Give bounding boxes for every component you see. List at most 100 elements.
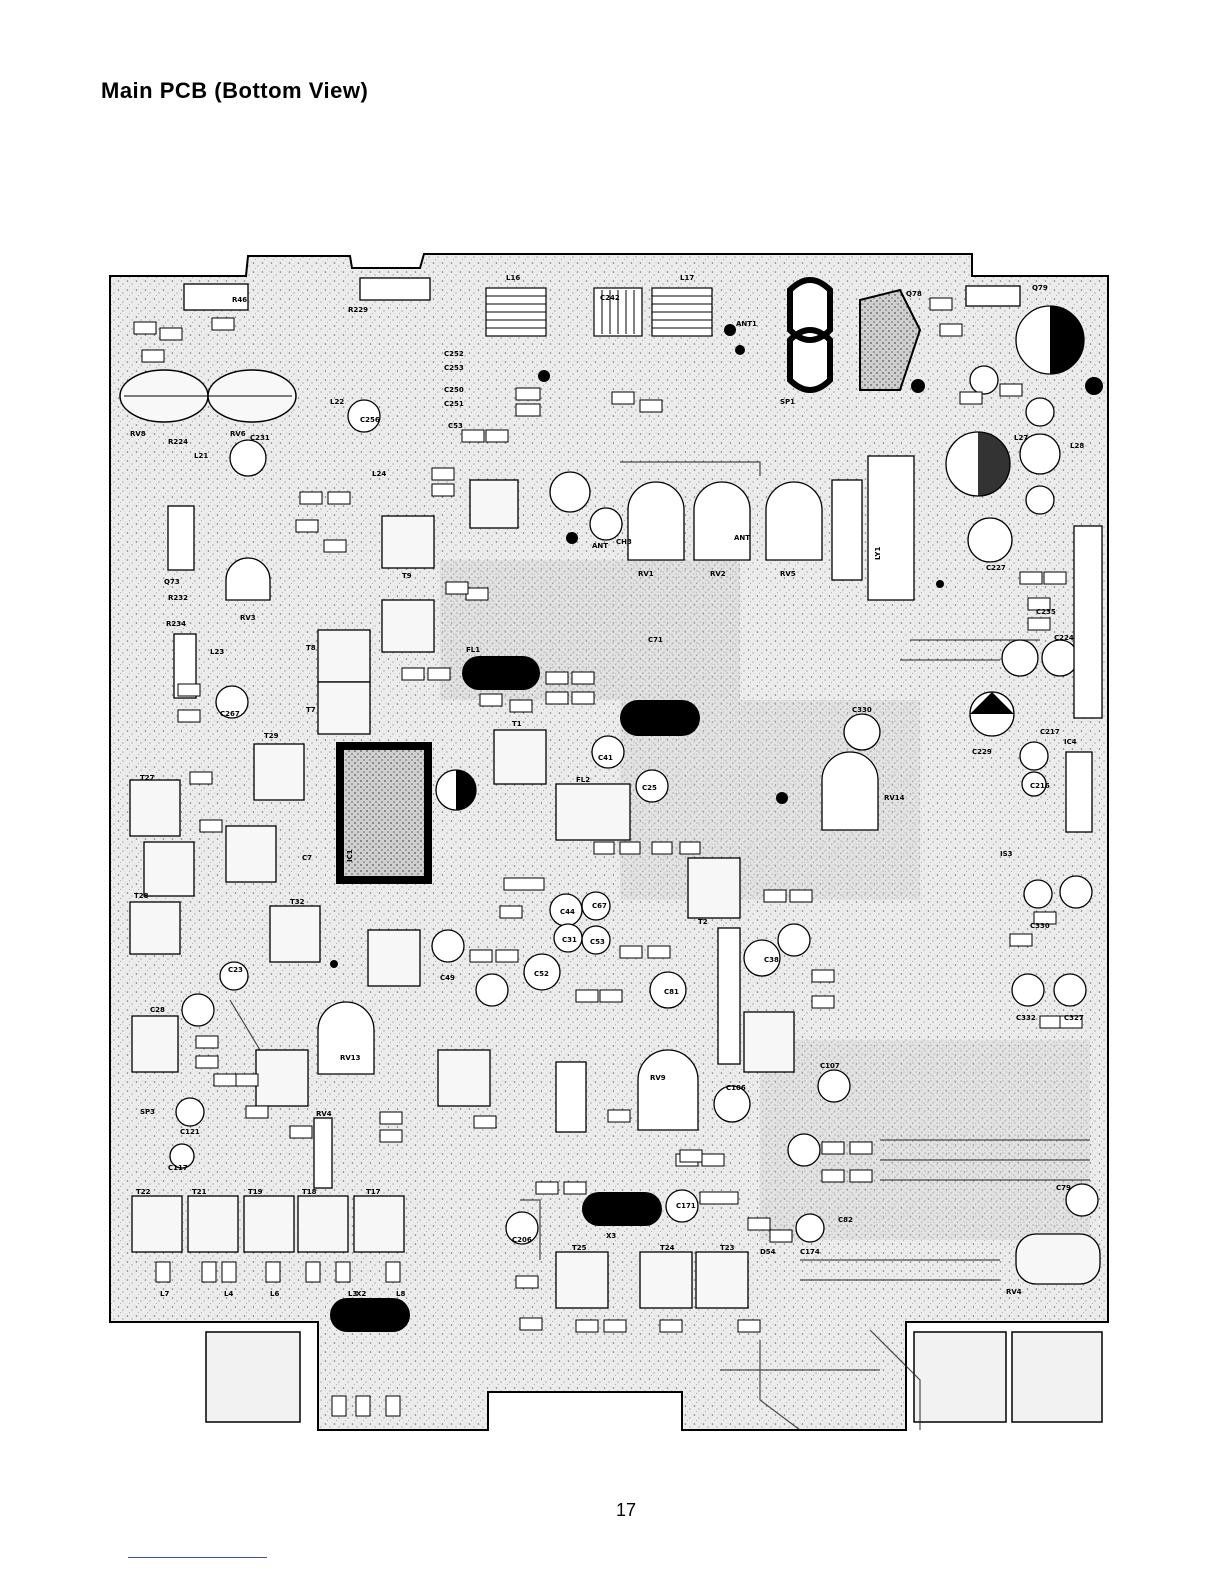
svg-text:C81: C81: [664, 988, 679, 996]
svg-text:C49: C49: [440, 974, 455, 982]
svg-text:C53: C53: [590, 938, 605, 946]
black-pad: [462, 656, 540, 690]
svg-text:Q78: Q78: [906, 290, 922, 298]
svg-text:T28: T28: [134, 892, 149, 900]
connector-strip: [359, 277, 431, 301]
svg-text:T1: T1: [512, 720, 522, 728]
svg-text:L7: L7: [160, 1290, 169, 1298]
svg-text:T8: T8: [306, 644, 316, 652]
trace-loop: [787, 277, 833, 393]
svg-text:C253: C253: [444, 364, 464, 372]
svg-text:LY1: LY1: [874, 547, 882, 560]
svg-text:T21: T21: [192, 1188, 207, 1196]
svg-text:T22: T22: [136, 1188, 151, 1196]
connector-strip: [867, 455, 915, 601]
connector-strip: [965, 285, 1021, 307]
svg-text:T25: T25: [572, 1244, 587, 1252]
connector-strip: [555, 1061, 587, 1133]
svg-text:C330: C330: [1030, 922, 1050, 930]
marker-dot: [330, 324, 1103, 968]
svg-text:C250: C250: [444, 386, 464, 394]
svg-text:R234: R234: [166, 620, 186, 628]
svg-text:C23: C23: [228, 966, 243, 974]
svg-text:L21: L21: [194, 452, 208, 460]
page-number: 17: [616, 1500, 637, 1520]
svg-text:C121: C121: [180, 1128, 200, 1136]
svg-text:T19: T19: [248, 1188, 263, 1196]
svg-text:R229: R229: [348, 306, 368, 314]
svg-text:IS3: IS3: [1000, 850, 1013, 858]
svg-text:T18: T18: [302, 1188, 317, 1196]
black-pad: [620, 700, 700, 736]
black-pad: [330, 1298, 410, 1332]
svg-text:R232: R232: [168, 594, 188, 602]
svg-text:C267: C267: [220, 710, 240, 718]
svg-text:T27: T27: [140, 774, 155, 782]
svg-text:ANT1: ANT1: [736, 320, 757, 328]
svg-text:C7: C7: [302, 854, 312, 862]
connector-strip: [313, 1117, 333, 1189]
connector-strip: [717, 927, 741, 1065]
svg-text:T7: T7: [306, 706, 316, 714]
svg-text:L6: L6: [270, 1290, 279, 1298]
svg-text:FL1: FL1: [466, 646, 480, 654]
svg-text:D54: D54: [760, 1248, 776, 1256]
svg-text:RV2: RV2: [710, 570, 726, 578]
svg-text:C79: C79: [1056, 1184, 1071, 1192]
svg-text:L17: L17: [680, 274, 694, 282]
svg-text:ANT: ANT: [734, 534, 750, 542]
svg-text:C229: C229: [972, 748, 992, 756]
svg-text:X2: X2: [356, 1290, 366, 1298]
smd-component: [133, 297, 1083, 1417]
ic-package: [336, 742, 432, 884]
svg-text:C38: C38: [764, 956, 779, 964]
svg-text:C82: C82: [838, 1216, 853, 1224]
svg-text:RV8: RV8: [130, 430, 146, 438]
svg-text:T32: T32: [290, 898, 305, 906]
svg-text:C330: C330: [852, 706, 872, 714]
svg-text:R224: R224: [168, 438, 188, 446]
svg-text:SP1: SP1: [780, 398, 795, 406]
svg-text:L24: L24: [372, 470, 386, 478]
svg-text:C231: C231: [250, 434, 270, 442]
svg-text:C52: C52: [534, 970, 549, 978]
svg-text:C251: C251: [444, 400, 464, 408]
svg-text:IC1: IC1: [346, 849, 354, 862]
svg-text:T29: T29: [264, 732, 279, 740]
connector-strip: [1073, 525, 1103, 719]
svg-text:RV3: RV3: [240, 614, 256, 622]
svg-text:RV14: RV14: [884, 794, 905, 802]
svg-text:C53: C53: [448, 422, 463, 430]
svg-text:C71: C71: [648, 636, 663, 644]
connector-block: [913, 1331, 1007, 1423]
svg-text:C67: C67: [592, 902, 607, 910]
svg-text:L4: L4: [224, 1290, 233, 1298]
connector-strip: [173, 633, 197, 699]
svg-text:RV9: RV9: [650, 1074, 666, 1082]
svg-text:C327: C327: [1064, 1014, 1084, 1022]
svg-text:T24: T24: [660, 1244, 675, 1252]
svg-text:SP3: SP3: [140, 1108, 155, 1116]
pcb-traces: [229, 461, 1090, 1431]
connector-strip: [183, 283, 249, 311]
svg-text:L16: L16: [506, 274, 520, 282]
svg-text:ANT: ANT: [592, 542, 608, 550]
connector-strip: [167, 505, 195, 571]
capacitor-polarity: [456, 306, 1084, 810]
svg-text:T17: T17: [366, 1188, 381, 1196]
trimmer-pot: [225, 481, 879, 1131]
svg-text:C227: C227: [986, 564, 1006, 572]
svg-text:RV4: RV4: [316, 1110, 332, 1118]
svg-text:CH3: CH3: [616, 538, 632, 546]
footer-rule: [128, 1557, 267, 1558]
svg-text:R46: R46: [232, 296, 247, 304]
svg-text:C31: C31: [562, 936, 577, 944]
svg-text:L22: L22: [330, 398, 344, 406]
svg-text:T23: T23: [720, 1244, 735, 1252]
svg-text:C25: C25: [642, 784, 657, 792]
svg-text:T2: T2: [698, 918, 708, 926]
svg-text:C41: C41: [598, 754, 613, 762]
svg-text:L28: L28: [1070, 442, 1084, 450]
svg-text:C171: C171: [676, 1202, 696, 1210]
